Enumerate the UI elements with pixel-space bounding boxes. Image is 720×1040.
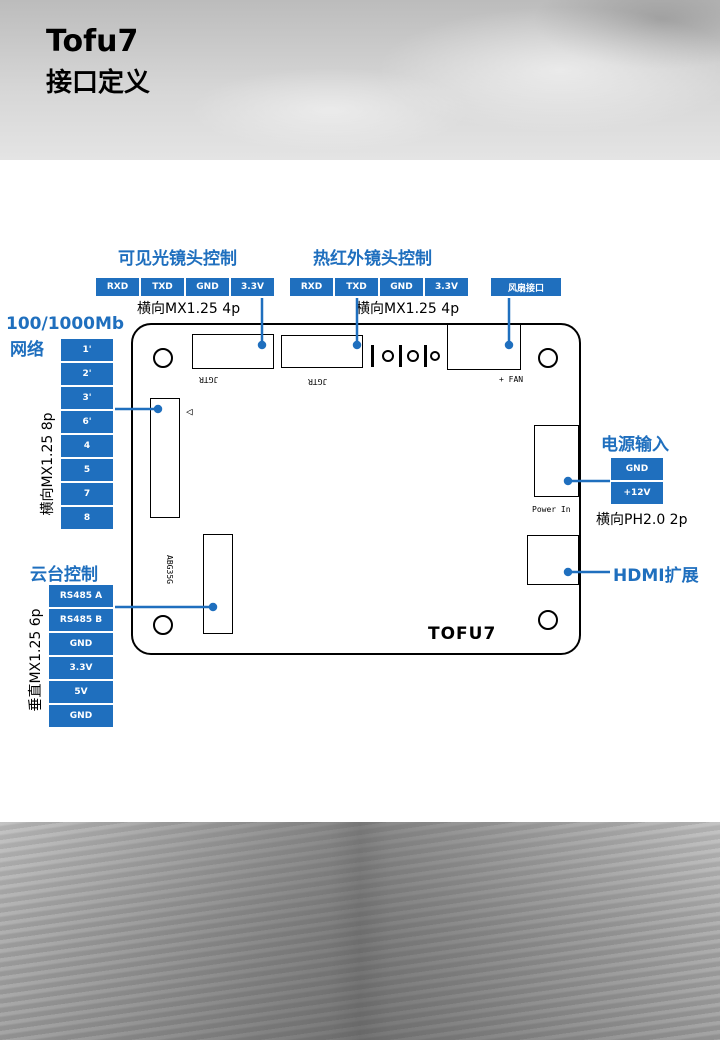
hdmi-label: HDMI扩展 — [613, 566, 699, 586]
pin-label: RS485 A — [48, 584, 114, 608]
hdmi-connector-footprint — [527, 535, 579, 585]
visible-camera-connector: 横向MX1.25 4p — [137, 301, 241, 317]
pin-label: TXD — [140, 277, 185, 297]
gimbal-pinout: RS485 A RS485 B GND 3.3V 5V GND — [48, 584, 114, 728]
switch-component-icon — [371, 345, 440, 367]
pin-label: 4 — [60, 434, 114, 458]
page-title: Tofu7 — [46, 24, 139, 59]
visible-camera-connector-footprint — [192, 334, 274, 369]
pin-label: 3' — [60, 386, 114, 410]
pin-label: 5V — [48, 680, 114, 704]
pin-label: TXD — [334, 277, 379, 297]
pin-label: +12V — [610, 481, 664, 505]
thermal-camera-title: 热红外镜头控制 — [313, 249, 432, 269]
fan-pinout: 风扇接口 — [490, 277, 562, 297]
pin-label: 3.3V — [230, 277, 275, 297]
pin-label: GND — [48, 632, 114, 656]
power-connector-footprint — [534, 425, 579, 497]
thermal-camera-connector: 横向MX1.25 4p — [356, 301, 460, 317]
pin-label: RS485 B — [48, 608, 114, 632]
thermal-camera-pinout: RXD TXD GND 3.3V — [289, 277, 469, 297]
gimbal-connector-footprint — [203, 534, 233, 634]
power-title: 电源输入 — [601, 435, 669, 455]
mounting-hole — [538, 610, 558, 630]
silk-power-in: Power In — [532, 505, 571, 514]
board-logo: TOFU7 — [428, 624, 497, 644]
silk-triangle: ◁ — [186, 405, 193, 418]
mounting-hole — [153, 615, 173, 635]
pin-label: 5 — [60, 458, 114, 482]
pin-label: GND — [185, 277, 230, 297]
network-pinout: 1' 2' 3' 6' 4 5 7 8 — [60, 338, 114, 530]
pin-label: 2' — [60, 362, 114, 386]
pin-label: 7 — [60, 482, 114, 506]
power-connector: 横向PH2.0 2p — [596, 512, 688, 528]
mounting-hole — [538, 348, 558, 368]
pin-label: RXD — [95, 277, 140, 297]
fan-label: 风扇接口 — [490, 277, 562, 297]
network-connector-footprint — [150, 398, 180, 518]
pin-label: GND — [48, 704, 114, 728]
network-title-line2: 网络 — [10, 340, 44, 360]
pin-label: 3.3V — [424, 277, 469, 297]
pin-label: GND — [610, 457, 664, 481]
pin-label: 6' — [60, 410, 114, 434]
pin-label: 3.3V — [48, 656, 114, 680]
header-banner: Tofu7 接口定义 — [0, 0, 720, 160]
silk-fan: + FAN — [499, 375, 524, 384]
power-pinout: GND +12V — [610, 457, 664, 505]
pin-label: 8 — [60, 506, 114, 530]
mounting-hole — [153, 348, 173, 368]
visible-camera-pinout: RXD TXD GND 3.3V — [95, 277, 275, 297]
page-subtitle: 接口定义 — [46, 68, 151, 98]
footer-banner — [0, 822, 720, 1040]
network-title-line1: 100/1000Mb — [6, 314, 125, 334]
thermal-camera-connector-footprint — [281, 335, 363, 368]
visible-camera-title: 可见光镜头控制 — [118, 249, 237, 269]
pin-label: GND — [379, 277, 424, 297]
gimbal-title: 云台控制 — [30, 565, 98, 585]
board-outline: JGTR JGTR + FAN ◁ ABG35G Power In TOFU7 — [131, 323, 581, 655]
pin-label: 1' — [60, 338, 114, 362]
pin-label: RXD — [289, 277, 334, 297]
